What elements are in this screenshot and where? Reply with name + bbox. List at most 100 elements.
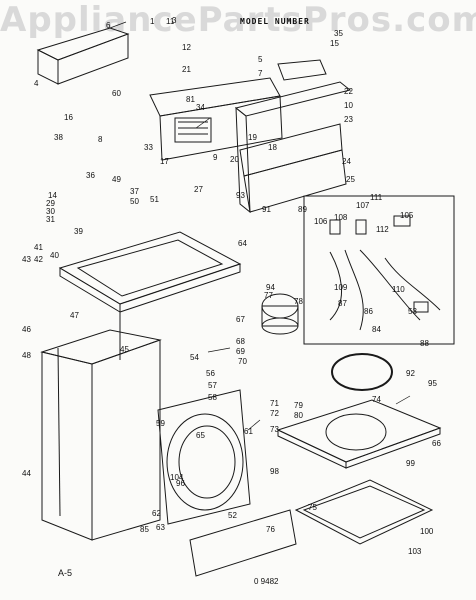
callout: 84 xyxy=(372,325,381,334)
callout: 33 xyxy=(144,143,153,152)
callout: 111 xyxy=(370,193,383,202)
callout: 43 xyxy=(22,255,31,264)
callout: 103 xyxy=(408,547,422,556)
callout: 14 xyxy=(48,191,57,200)
callout: 62 xyxy=(152,509,161,518)
cabinet-body xyxy=(40,312,162,541)
callout: 104 xyxy=(170,473,184,482)
callout: 79 xyxy=(294,401,303,410)
callout: 54 xyxy=(190,353,199,362)
callout: 12 xyxy=(182,43,191,52)
callout: 81 xyxy=(186,95,195,104)
callout: 48 xyxy=(22,351,31,360)
callout: 92 xyxy=(406,369,415,378)
callout: 61 xyxy=(244,427,253,436)
callout: 112 xyxy=(376,225,389,234)
toe-kick-panel xyxy=(189,509,297,577)
control-console xyxy=(149,77,283,161)
callout: 88 xyxy=(420,339,429,348)
callout: 30 xyxy=(46,207,55,216)
callout: 110 xyxy=(392,285,405,294)
callout: 42 xyxy=(34,255,43,264)
callout: 65 xyxy=(196,431,205,440)
callout: 49 xyxy=(112,175,121,184)
callout: 51 xyxy=(150,195,159,204)
front-panel xyxy=(157,389,251,525)
callout: 47 xyxy=(70,311,79,320)
callout: 19 xyxy=(248,133,257,142)
callout: 78 xyxy=(294,297,303,306)
top-bracket xyxy=(277,59,327,81)
callout: 100 xyxy=(420,527,434,536)
door-seal-ring xyxy=(331,353,393,391)
harness-inset-box xyxy=(303,195,455,345)
drive-motor xyxy=(261,293,299,335)
callout: 77 xyxy=(264,291,273,300)
callout: 1 xyxy=(150,17,155,26)
callout: 6 xyxy=(106,21,111,30)
callout: 20 xyxy=(230,155,239,164)
callout: 50 xyxy=(130,197,139,206)
callout: 36 xyxy=(86,171,95,180)
callout: 8 xyxy=(98,135,103,144)
callout: 87 xyxy=(338,299,347,308)
callout: 38 xyxy=(54,133,63,142)
callout: 10 xyxy=(344,101,353,110)
callout: 94 xyxy=(266,283,275,292)
callout: 46 xyxy=(22,325,31,334)
callout: 15 xyxy=(330,39,339,48)
callout: 98 xyxy=(270,467,279,476)
callout: 57 xyxy=(208,381,217,390)
callout: 40 xyxy=(50,251,59,260)
callout: 60 xyxy=(112,89,121,98)
callout: 75 xyxy=(308,503,317,512)
callout: 34 xyxy=(196,103,205,112)
callout: 39 xyxy=(74,227,83,236)
callout: 67 xyxy=(236,315,245,324)
callout: 27 xyxy=(194,185,203,194)
callout: 3 xyxy=(172,16,177,25)
callout: 64 xyxy=(238,239,247,248)
callout: 56 xyxy=(206,369,215,378)
cabinet-top xyxy=(58,231,242,313)
callout: 58 xyxy=(208,393,217,402)
callout: 23 xyxy=(344,115,353,124)
callout: 11 xyxy=(166,17,175,26)
callout: 63 xyxy=(156,523,165,532)
callout: 71 xyxy=(270,399,279,408)
callout: 18 xyxy=(268,143,277,152)
drip-tray xyxy=(294,479,434,545)
callout: 91 xyxy=(262,205,271,214)
control-panel-strip-left xyxy=(36,27,130,85)
callout: 86 xyxy=(364,307,373,316)
callout: 85 xyxy=(140,525,149,534)
leader-lines xyxy=(109,21,411,431)
callout: 31 xyxy=(46,215,55,224)
callout: 108 xyxy=(334,213,348,222)
callout: 5 xyxy=(258,55,263,64)
callout: 93 xyxy=(236,191,245,200)
model-label: MODEL NUMBER xyxy=(240,17,310,26)
callout: 80 xyxy=(294,411,303,420)
callout: 29 xyxy=(46,199,55,208)
callout: 95 xyxy=(428,379,437,388)
callout: 9 xyxy=(213,153,218,162)
callout: 106 xyxy=(314,217,328,226)
callout: 69 xyxy=(236,347,245,356)
callout: 59 xyxy=(156,419,165,428)
callout: 105 xyxy=(400,211,414,220)
callout: 35 xyxy=(334,29,343,38)
callout: 52 xyxy=(228,511,237,520)
callout: 21 xyxy=(182,65,191,74)
callout: 70 xyxy=(238,357,247,366)
callout: 16 xyxy=(64,113,73,122)
callout: 72 xyxy=(270,409,279,418)
callout: 66 xyxy=(432,439,441,448)
callout: 76 xyxy=(266,525,275,534)
base-plate xyxy=(276,399,442,469)
callout: 96 xyxy=(176,479,185,488)
callout: 68 xyxy=(236,337,245,346)
callout: 74 xyxy=(372,395,381,404)
